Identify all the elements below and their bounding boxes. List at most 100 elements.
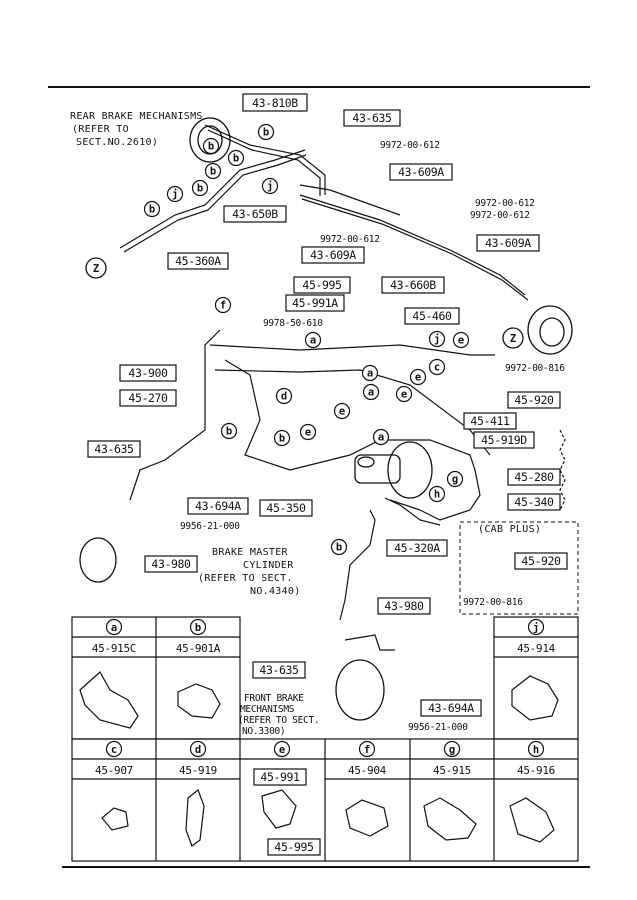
part-callout-label: 43-609A	[398, 165, 444, 179]
table-letter-d: d	[195, 744, 201, 756]
clip-marker-circle	[143, 200, 161, 218]
part-callout-c-45-411: 45-411	[463, 412, 517, 430]
rear-note-line1: REAR BRAKE MECHANISMS	[70, 111, 203, 122]
clip-marker-letter: e	[458, 335, 464, 347]
part-callout-label: 43-694A	[428, 701, 474, 715]
part-callout-box	[514, 552, 568, 570]
part-callout-box	[476, 234, 540, 252]
part-number-p-9956-21-000a: 9956-21-000	[180, 521, 240, 532]
table-part-b: 45-901A	[176, 642, 221, 655]
clip-marker-letter: h	[434, 489, 440, 501]
clip-h-sketch	[509, 797, 555, 843]
clip-marker-circle	[299, 423, 317, 441]
clip-marker-b: b	[143, 200, 161, 218]
clip-marker-circle	[261, 177, 279, 195]
clip-marker-letter: b	[197, 183, 203, 195]
part-callout-c-45-919D: 45-919D	[473, 431, 535, 449]
clip-marker-e: e	[299, 423, 317, 441]
clip-marker-circle	[275, 387, 293, 405]
part-callout-box	[473, 431, 535, 449]
clip-marker-letter: a	[310, 335, 316, 347]
part-callout-c-43-635b: 43-635	[87, 440, 141, 458]
clip-marker-letter: b	[263, 127, 269, 139]
part-callout-c-43-609A-c: 43-609A	[301, 246, 365, 264]
part-callout-label: 45-320A	[394, 541, 440, 555]
master-note-line2: CYLINDER	[243, 560, 294, 571]
table-part-h: 45-916	[517, 764, 555, 777]
part-callout-label: 43-660B	[390, 278, 436, 292]
clip-marker-b: b	[257, 123, 275, 141]
table-letter-circle-d	[189, 740, 207, 758]
table-letter-j: j	[533, 622, 539, 634]
part-callout-box	[404, 307, 460, 325]
z-marker-right	[502, 327, 524, 349]
part-callout-label: 43-635	[259, 663, 298, 677]
clip-marker-letter: e	[305, 427, 311, 439]
clip-marker-letter: b	[233, 153, 239, 165]
clip-marker-circle	[204, 162, 222, 180]
clip-marker-letter: b	[210, 166, 216, 178]
master-cylinder	[354, 441, 433, 499]
part-callout-label: 45-919D	[481, 433, 527, 447]
top-rule	[48, 86, 590, 88]
part-callout-box	[377, 597, 431, 615]
clip-marker-b: b	[220, 422, 238, 440]
part-callout-box	[167, 252, 229, 270]
master-note-line1: BRAKE MASTER	[212, 547, 289, 558]
clip-marker-e: e	[409, 368, 427, 386]
part-callout-c-43-635a: 43-635	[343, 109, 401, 127]
part-callout-c-43-980a: 43-980	[144, 555, 198, 573]
part-number-p-9972-00-612a: 9972-00-612	[380, 140, 440, 151]
cab-plus-box	[459, 521, 579, 615]
clip-marker-circle	[362, 383, 380, 401]
part-callout-box	[301, 246, 365, 264]
part-callout-c-43-980b: 43-980	[377, 597, 431, 615]
part-callout-label: 43-980	[151, 557, 191, 571]
clip-marker-circle	[446, 470, 464, 488]
z-marker-left-label: Z	[93, 263, 99, 275]
clip-marker-a: a	[362, 383, 380, 401]
table-part-f: 45-904	[348, 764, 387, 777]
rear-note-line2: (REFER TO	[72, 124, 129, 135]
front-brake-shield	[335, 659, 385, 721]
part-callout-label: 43-694A	[195, 499, 241, 513]
clip-a-sketch	[79, 671, 139, 729]
rear-brake-note: REAR BRAKE MECHANISMS (REFER TO SECT.NO.…	[70, 111, 203, 148]
front-note-line4: NO.3300)	[242, 726, 285, 737]
part-callout-box	[507, 391, 561, 409]
part-callout-box	[87, 440, 141, 458]
clip-marker-a: a	[361, 364, 379, 382]
table-letter-circle-b	[189, 618, 207, 636]
part-callout-box	[507, 468, 561, 486]
z-markers: Z Z	[85, 257, 524, 349]
clip-b-sketch	[177, 683, 221, 719]
clip-marker-circle	[166, 185, 184, 203]
part-callout-box	[293, 276, 351, 294]
part-callout-label: 45-270	[128, 391, 168, 405]
clip-marker-circle	[428, 330, 446, 348]
clip-marker-letter: e	[401, 389, 407, 401]
part-callout-c-43-694A-a: 43-694A	[187, 497, 249, 515]
table-letter-c: c	[111, 744, 117, 756]
clip-d-sketch	[185, 789, 205, 847]
part-callout-box	[242, 93, 308, 112]
part-callout-c-45-991: 45-991	[253, 768, 307, 786]
part-callout-label: 45-360A	[175, 254, 221, 268]
clip-marker-j: j	[428, 330, 446, 348]
part-callout-label: 43-635	[94, 442, 133, 456]
part-callout-label: 45-920	[521, 554, 561, 568]
table-part-a: 45-915C	[92, 642, 136, 655]
clip-marker-e: e	[452, 331, 470, 349]
part-callout-box	[119, 389, 177, 407]
master-note-line4: NO.4340)	[250, 586, 301, 597]
part-number-p-9956-21-000b: 9956-21-000	[408, 722, 468, 733]
part-callout-c-45-460: 45-460	[404, 307, 460, 325]
clip-marker-letter: e	[415, 372, 421, 384]
part-callout-label: 43-900	[128, 366, 168, 380]
part-callout-c-45-920a: 45-920	[507, 391, 561, 409]
part-callout-label: 45-280	[514, 470, 554, 484]
clip-marker-b: b	[204, 162, 222, 180]
clip-marker-letter: j	[434, 334, 440, 346]
clip-marker-circle	[304, 331, 322, 349]
clip-marker-letter: a	[368, 387, 374, 399]
